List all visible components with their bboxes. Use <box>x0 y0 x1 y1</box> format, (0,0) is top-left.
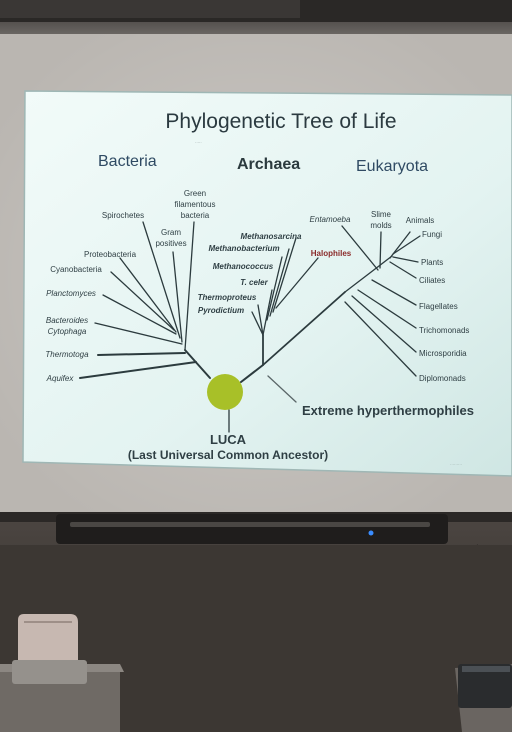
label-thermoproteus: Thermoproteus <box>198 293 257 302</box>
footer-credit-mark: ········· <box>450 462 462 467</box>
label-flagellates: Flagellates <box>419 302 458 311</box>
label-planctomyces: Planctomyces <box>46 289 96 298</box>
label-gram-positives-1: Gram <box>161 228 181 237</box>
label-bacteroides-2: Cytophaga <box>48 327 87 336</box>
stand-base <box>12 660 87 684</box>
annotation-extreme-hyperthermophiles: Extreme hyperthermophiles <box>302 403 474 418</box>
label-slime-molds-1: Slime <box>371 210 392 219</box>
tree-branches <box>79 221 421 433</box>
label-green-filamentous-1: Green <box>184 189 206 198</box>
label-cyanobacteria: Cyanobacteria <box>50 265 102 274</box>
branch-methanobacterium <box>269 248 290 317</box>
label-proteobacteria: Proteobacteria <box>84 250 137 259</box>
annotation-pointer <box>267 375 297 403</box>
branch-cyanobacteria <box>110 271 175 331</box>
branch-aquifex <box>79 361 197 379</box>
label-ciliates: Ciliates <box>419 276 445 285</box>
label-methanobacterium: Methanobacterium <box>208 244 279 253</box>
label-pyrodictium: Pyrodictium <box>198 306 244 315</box>
label-entamoeba: Entamoeba <box>310 215 351 224</box>
device-right-top <box>462 666 510 672</box>
branch-trunk-right <box>240 364 264 383</box>
label-microsporidia: Microsporidia <box>419 349 467 358</box>
luca-node <box>207 374 243 410</box>
label-aquifex: Aquifex <box>46 374 75 383</box>
ceiling-panel <box>0 0 300 18</box>
label-green-filamentous-3: bacteria <box>181 211 210 220</box>
archaea-labels: Methanosarcina Methanobacterium Halophil… <box>198 232 352 315</box>
label-spirochetes: Spirochetes <box>102 211 144 220</box>
slide-title: Phylogenetic Tree of Life <box>165 110 396 133</box>
bacteria-labels: Green filamentous bacteria Spirochetes G… <box>45 189 215 383</box>
label-t-celer: T. celer <box>240 278 268 287</box>
domain-archaea: Archaea <box>237 156 300 173</box>
label-diplomonads: Diplomonads <box>419 374 466 383</box>
bar-highlight <box>70 522 430 527</box>
domain-eukaryota: Eukaryota <box>356 158 428 175</box>
branch-entamoeba <box>341 225 379 271</box>
branch-microsporidia <box>351 295 417 353</box>
branch-eukaryota-trunk <box>262 291 346 366</box>
luca-full-name: (Last Universal Common Ancestor) <box>128 448 328 462</box>
domain-bacteria: Bacteria <box>98 153 157 170</box>
label-methanosarcina: Methanosarcina <box>241 232 302 241</box>
eukaryota-labels: Entamoeba Slime molds Animals Fungi Plan… <box>310 210 470 383</box>
branch-crown <box>344 255 393 293</box>
projected-slide: Phylogenetic Tree of Life ····· Bacteria… <box>22 90 512 477</box>
branch-ciliates <box>389 261 417 279</box>
label-thermotoga: Thermotoga <box>45 350 89 359</box>
branch-thermoproteus <box>257 304 264 336</box>
branch-thermotoga <box>97 352 186 356</box>
label-animals: Animals <box>406 216 434 225</box>
branch-flagellates <box>371 279 417 306</box>
label-green-filamentous-2: filamentous <box>175 200 216 209</box>
branch-plants <box>392 256 419 263</box>
branch-trichomonads <box>357 289 417 329</box>
branch-methanococcus <box>266 256 283 321</box>
branch-bacteroides <box>94 322 183 345</box>
label-trichomonads: Trichomonads <box>419 326 469 335</box>
branch-slime-molds <box>379 231 382 269</box>
indicator-light <box>368 530 374 536</box>
label-halophiles: Halophiles <box>311 249 352 258</box>
label-plants: Plants <box>421 258 443 267</box>
branch-diplomonads <box>344 301 417 377</box>
branch-methanosarcina <box>272 237 297 313</box>
branch-proteobacteria <box>119 257 177 333</box>
branch-halophiles <box>275 257 319 309</box>
branch-spirochetes <box>142 221 181 339</box>
whiteboard-bar <box>56 514 448 544</box>
branch-trunk-bacteria <box>184 349 211 379</box>
label-slime-molds-2: molds <box>370 221 391 230</box>
device-right <box>458 664 512 708</box>
branch-t-celer <box>262 289 273 336</box>
slide-background <box>22 90 512 477</box>
branch-pyrodictium <box>251 311 264 336</box>
branch-gram-positives <box>172 251 183 343</box>
luca-label: LUCA <box>210 432 247 447</box>
label-fungi: Fungi <box>422 230 442 239</box>
label-bacteroides-1: Bacteroides <box>46 316 88 325</box>
branch-fungi <box>392 235 421 255</box>
branch-green-filamentous <box>184 221 195 351</box>
label-gram-positives-2: positives <box>155 239 186 248</box>
label-methanococcus: Methanococcus <box>213 262 274 271</box>
branch-planctomyces <box>102 294 177 335</box>
tiny-subtitle-mark: ····· <box>195 140 202 145</box>
